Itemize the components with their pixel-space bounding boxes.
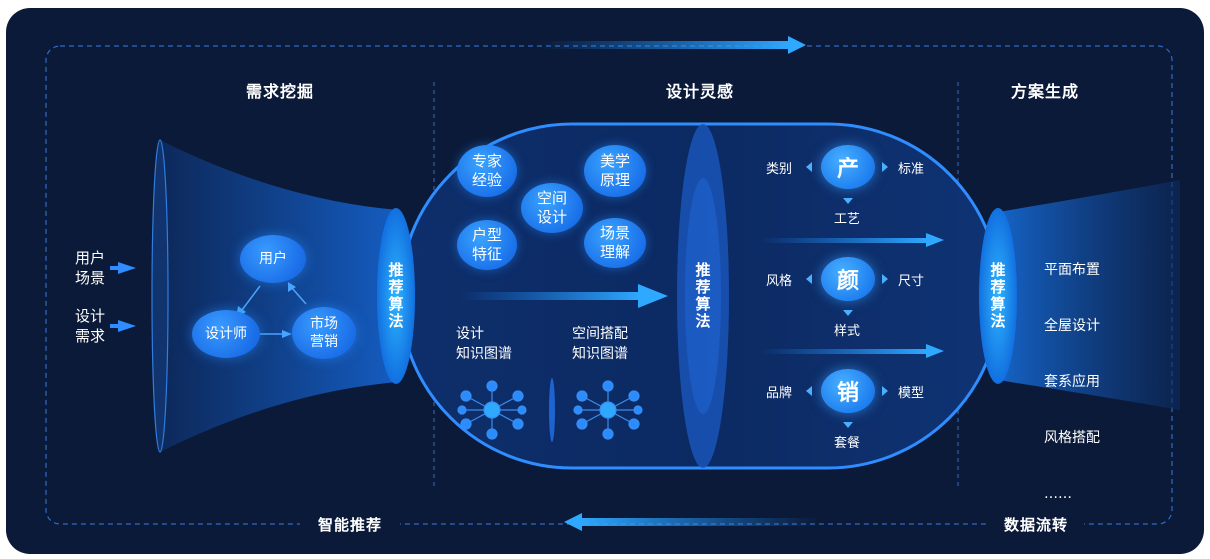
- input-design-demand: 设计 需求: [74, 307, 105, 345]
- bubble-space-design: 空间 设计: [521, 183, 583, 233]
- bubble-layout-feature: 户型 特征: [457, 220, 517, 270]
- bottom-flow-arrow: [580, 518, 820, 526]
- input-user-scene: 用户 场景: [74, 249, 105, 287]
- matrix-standard: 标准: [898, 162, 925, 177]
- node-designer: 设计师: [192, 310, 260, 358]
- output-style-match: 风格搭配: [1044, 430, 1100, 446]
- bottom-label-dataflow: 数据流转: [988, 514, 1084, 535]
- knowledge-graph-icon: [457, 380, 527, 440]
- matrix-style: 风格: [766, 274, 793, 289]
- matrix-center-sales: 销: [821, 369, 875, 413]
- matrix-center-product: 产: [821, 145, 875, 189]
- output-suite-application: 套系应用: [1044, 374, 1100, 390]
- matrix-center-color: 颜: [821, 257, 875, 301]
- output-plan-layout: 平面布置: [1044, 262, 1100, 278]
- label-design-knowledge-graph: 设计 知识图谱: [456, 326, 512, 362]
- left-funnel: [160, 140, 398, 452]
- matrix-brand: 品牌: [766, 386, 793, 401]
- output-list: 平面布置 全屋设计 套系应用 风格搭配 ……: [1044, 228, 1134, 536]
- algo-lens-2: [979, 208, 1017, 384]
- section-title-generation: 方案生成: [1010, 82, 1079, 101]
- matrix-category: 类别: [766, 162, 793, 177]
- bubble-scene-understanding: 场景 理解: [584, 218, 646, 268]
- section-title-demand: 需求挖掘: [245, 82, 314, 101]
- bubble-expert-experience: 专家 经验: [457, 145, 517, 197]
- bubble-aesthetic-principle: 美学 原理: [584, 145, 646, 197]
- algo-label-1: 推 荐 算 法: [388, 261, 404, 330]
- matrix-craft: 工艺: [834, 212, 861, 227]
- algo-lens-1: [377, 208, 415, 384]
- node-user: 用户: [240, 235, 306, 283]
- section-title-inspiration: 设计灵感: [665, 82, 734, 101]
- bottom-label-recommend: 智能推荐: [300, 514, 400, 535]
- matrix-model: 模型: [898, 386, 925, 401]
- label-space-knowledge-graph: 空间搭配 知识图谱: [572, 326, 628, 362]
- algo-label-3: 推 荐 算 法: [990, 261, 1006, 330]
- output-whole-house: 全屋设计: [1044, 318, 1100, 334]
- top-flow-arrow: [540, 41, 790, 49]
- matrix-size: 尺寸: [898, 274, 925, 289]
- matrix-package: 套餐: [834, 436, 861, 451]
- node-marketing: 市场 营销: [292, 307, 356, 359]
- algo-label-2: 推 荐 算 法: [695, 261, 711, 330]
- right-funnel: [998, 180, 1180, 410]
- knowledge-graph-icon-2: [573, 380, 643, 440]
- matrix-pattern: 样式: [834, 324, 861, 339]
- output-more: ……: [1044, 486, 1072, 502]
